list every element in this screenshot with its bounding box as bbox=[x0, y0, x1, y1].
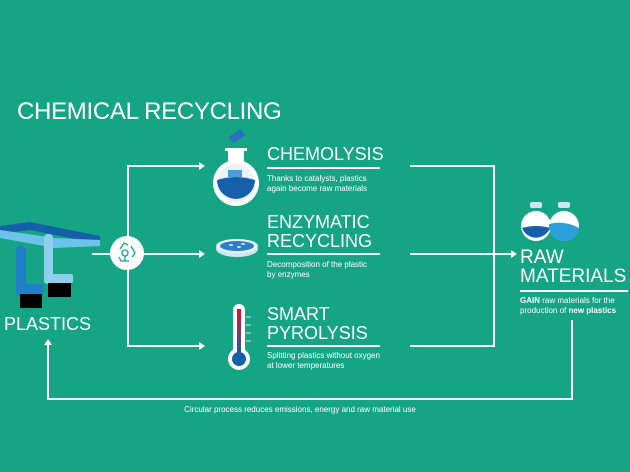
desc-text: raw materials for the bbox=[540, 296, 615, 305]
flask-icon bbox=[213, 130, 259, 206]
desc-line: Thanks to catalysts, plastics bbox=[267, 174, 367, 183]
plastics-label: PLASTICS bbox=[4, 314, 92, 334]
divider bbox=[267, 345, 380, 347]
petri-dish-icon bbox=[216, 239, 258, 257]
title-line: MATERIALS bbox=[520, 266, 627, 287]
recycle-icon bbox=[110, 236, 144, 270]
thermometer-icon bbox=[228, 304, 251, 370]
process-desc: Splitting plastics without oxygen at low… bbox=[267, 351, 380, 371]
title-line: SMART bbox=[267, 304, 330, 324]
process-desc: Thanks to catalysts, plastics again beco… bbox=[267, 174, 367, 194]
caption: Circular process reduces emissions, ener… bbox=[184, 405, 416, 414]
desc-line: Splitting plastics without oxygen bbox=[267, 351, 380, 360]
desc-text: production of bbox=[520, 306, 569, 315]
title-line: RAW bbox=[520, 247, 564, 268]
process-title: SMART PYROLYSIS bbox=[267, 305, 368, 343]
raw-materials-title: RAW MATERIALS bbox=[520, 248, 626, 286]
plastics-seats-icon bbox=[0, 222, 100, 308]
title-line: ENZYMATIC bbox=[267, 212, 370, 232]
desc-line: again become raw materials bbox=[267, 184, 368, 193]
desc-line: Decomposition of the plastic bbox=[267, 260, 368, 269]
desc-bold: new plastics bbox=[568, 306, 617, 315]
page-title: CHEMICAL RECYCLING bbox=[17, 98, 282, 125]
desc-bold: GAIN bbox=[520, 296, 540, 305]
process-title: ENZYMATIC RECYCLING bbox=[267, 213, 372, 251]
title-line: PYROLYSIS bbox=[267, 323, 368, 343]
title-line: RECYCLING bbox=[267, 231, 373, 251]
process-title: CHEMOLYSIS bbox=[267, 144, 384, 164]
raw-materials-flasks-icon bbox=[521, 202, 579, 242]
desc-line: at lower temperatures bbox=[267, 361, 345, 370]
divider bbox=[520, 290, 628, 292]
raw-materials-desc: GAIN raw materials for the production of… bbox=[520, 296, 616, 316]
desc-line: by enzymes bbox=[267, 270, 310, 279]
divider bbox=[267, 167, 380, 169]
divider bbox=[267, 253, 380, 255]
process-desc: Decomposition of the plastic by enzymes bbox=[267, 260, 367, 280]
